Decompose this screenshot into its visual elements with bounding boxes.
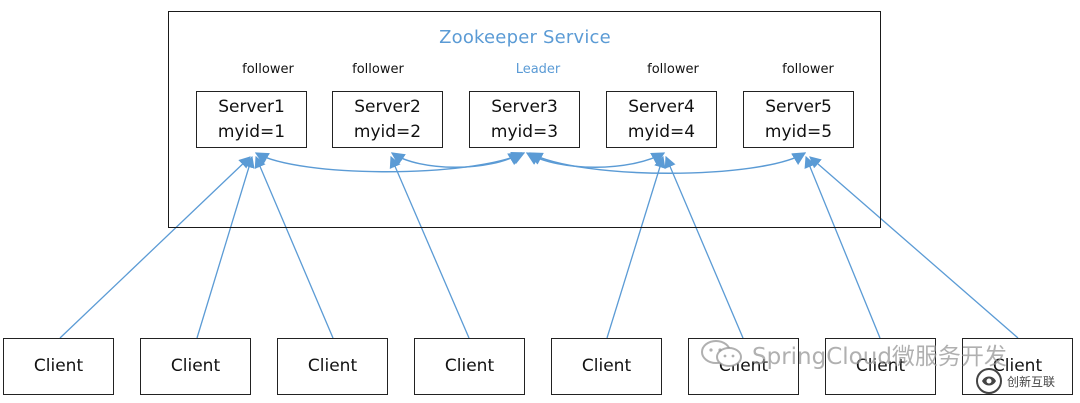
role-label-server4: follower [647,62,699,77]
server-name: Server2 [354,97,421,117]
server-node-1: Server1 myid=1 [196,91,307,148]
server-node-4: Server4 myid=4 [606,91,717,148]
role-label-server5: follower [782,62,834,77]
server-node-2: Server2 myid=2 [332,91,443,148]
wechat-icon [701,340,742,367]
client-node-7: Client [825,338,936,395]
server-myid: myid=3 [490,122,559,142]
server-node-5: Server5 myid=5 [743,91,854,148]
server-myid: myid=4 [627,122,696,142]
zookeeper-service-box [168,11,881,228]
client-node-2: Client [140,338,251,395]
watermark-text: SpringCloud微服务开发 [752,344,1007,370]
link-client5-server4 [606,155,666,339]
connector-server5-leader [528,152,807,174]
link-client1-server1 [59,156,251,339]
wechat-watermark: SpringCloud微服务开发 [700,338,1007,370]
client-node-8: Client [962,338,1073,395]
server-name: Server5 [765,97,832,117]
chuangxin-logo-icon [976,368,1002,394]
role-label-server3: Leader [515,62,561,77]
server-node-3: Server3 myid=3 [469,91,580,148]
client-node-1: Client [3,338,114,395]
brand-logo: 创新互联 [975,366,1055,396]
service-title: Zookeeper Service [439,27,611,48]
server-name: Server1 [218,97,285,117]
server-myid: myid=5 [764,122,833,142]
link-client6-server4 [664,155,744,339]
server-myid: myid=1 [217,122,286,142]
server-myid: myid=2 [353,122,422,142]
connector-server2-leader [390,152,523,168]
link-client7-server5 [804,155,881,339]
link-client8-server5 [809,156,1019,339]
link-client3-server1 [254,155,334,339]
link-client4-server2 [389,155,470,339]
client-node-5: Client [551,338,662,395]
role-label-server2: follower [352,62,404,77]
link-client2-server1 [196,155,255,339]
logo-text: 创新互联 [1007,374,1056,389]
role-label-server1: follower [242,62,294,77]
client-node-4: Client [414,338,525,395]
client-node-3: Client [277,338,388,395]
server-name: Server4 [628,97,695,117]
server-name: Server3 [491,97,558,117]
